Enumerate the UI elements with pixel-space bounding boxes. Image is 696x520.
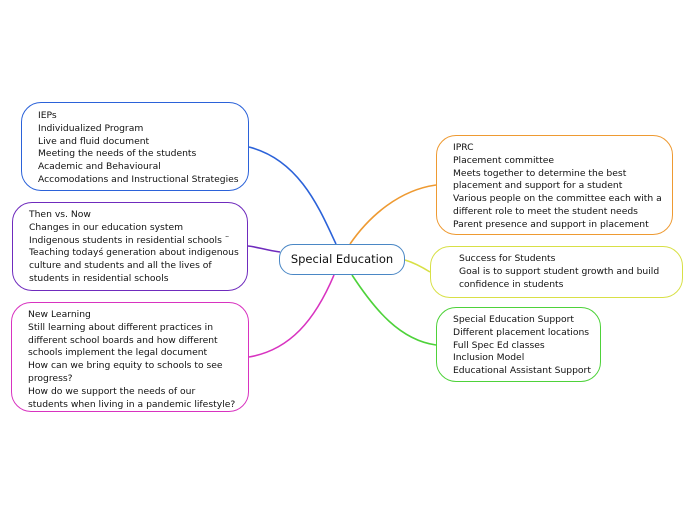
topic-line: Placement committee bbox=[453, 154, 555, 166]
connector-new bbox=[248, 274, 335, 358]
topic-line: Live and fluid document bbox=[38, 135, 150, 147]
topic-line: Indigenous students in residential schoo… bbox=[29, 234, 230, 246]
connector-sup bbox=[351, 274, 437, 346]
central-topic-label: Special Education bbox=[290, 252, 394, 266]
topic-line: Special Education Support bbox=[453, 314, 575, 325]
connector-succ bbox=[404, 259, 431, 273]
topic-line: different school boards and how differen… bbox=[28, 334, 218, 346]
topic-line: schools implement the legal document bbox=[28, 347, 208, 359]
topic-line: How do we support the needs of our bbox=[28, 385, 196, 397]
topic-line: Still learning about different practices… bbox=[28, 321, 214, 333]
topic-line: students when living in a pandemic lifes… bbox=[28, 398, 236, 410]
central-topic[interactable]: Special Education bbox=[279, 244, 405, 275]
topic-line: New Learning bbox=[28, 309, 91, 320]
connector-ieps bbox=[248, 146, 337, 245]
topic-line: Parent presence and support in placement bbox=[453, 218, 649, 230]
topic-line: Meets together to determine the best bbox=[453, 167, 627, 179]
topic-line: Educational Assistant Support bbox=[453, 365, 591, 377]
topic-line: Different placement locations bbox=[453, 326, 590, 338]
topic-line: Individualized Program bbox=[38, 122, 144, 134]
topic-line: culture and students and all the lives o… bbox=[29, 260, 212, 272]
topic-line: Then vs. Now bbox=[29, 209, 91, 220]
topic-line: Full Spec Ed classes bbox=[453, 339, 545, 351]
topic-line: Success for Students bbox=[459, 253, 556, 264]
topic-line: IPRC bbox=[453, 142, 474, 153]
topic-then-vs-now[interactable]: Then vs. Now Changes in our education sy… bbox=[12, 202, 248, 291]
topic-new-learning[interactable]: New Learning Still learning about differ… bbox=[11, 302, 249, 412]
topic-line: Meeting the needs of the students bbox=[38, 148, 197, 160]
topic-special-education-support[interactable]: Special Education Support Different plac… bbox=[436, 307, 601, 382]
topic-success-for-students[interactable]: Success for Students Goal is to support … bbox=[430, 246, 683, 298]
connector-then bbox=[247, 245, 281, 253]
topic-line: Teaching todayś generation about indigen… bbox=[29, 247, 239, 259]
topic-line: Accomodations and Instructional Strategi… bbox=[38, 173, 239, 185]
topic-ieps[interactable]: IEPs Individualized Program Live and flu… bbox=[21, 102, 249, 191]
connector-iprc bbox=[349, 184, 437, 245]
topic-line: progress? bbox=[28, 372, 73, 384]
topic-line: IEPs bbox=[38, 110, 57, 121]
topic-line: How can we bring equity to schools to se… bbox=[28, 360, 223, 372]
topic-line: Goal is to support student growth and bu… bbox=[459, 265, 660, 277]
topic-line: Changes in our education system bbox=[29, 221, 184, 233]
topic-iprc[interactable]: IPRC Placement committee Meets together … bbox=[436, 135, 673, 235]
topic-line: Various people on the committee each wit… bbox=[453, 193, 662, 205]
topic-line: different role to meet the student needs bbox=[453, 205, 638, 217]
topic-line: students in residential schools bbox=[29, 272, 169, 284]
topic-line: placement and support for a student bbox=[453, 180, 623, 192]
topic-line: confidence in students bbox=[459, 278, 564, 290]
topic-line: Academic and Behavioural bbox=[38, 161, 161, 173]
topic-line: Inclusion Model bbox=[453, 352, 525, 364]
